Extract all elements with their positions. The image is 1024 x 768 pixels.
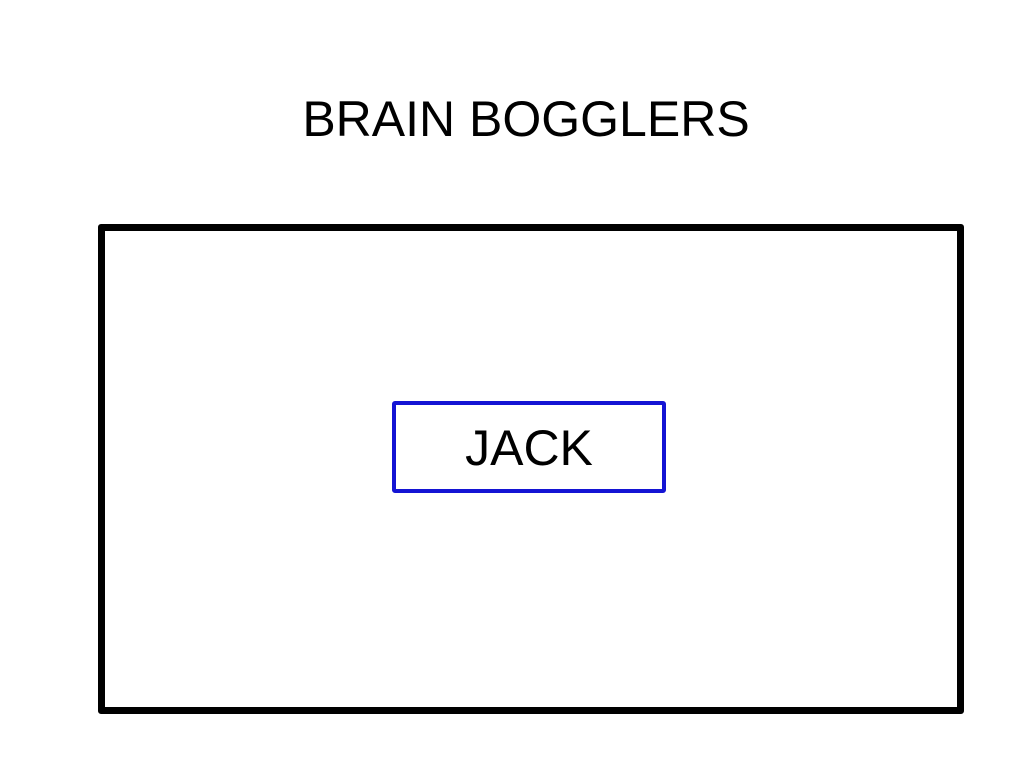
puzzle-word-box: JACK <box>392 401 666 493</box>
slide-title: BRAIN BOGGLERS <box>302 91 750 147</box>
puzzle-word: JACK <box>465 420 593 476</box>
puzzle-frame <box>98 224 964 714</box>
